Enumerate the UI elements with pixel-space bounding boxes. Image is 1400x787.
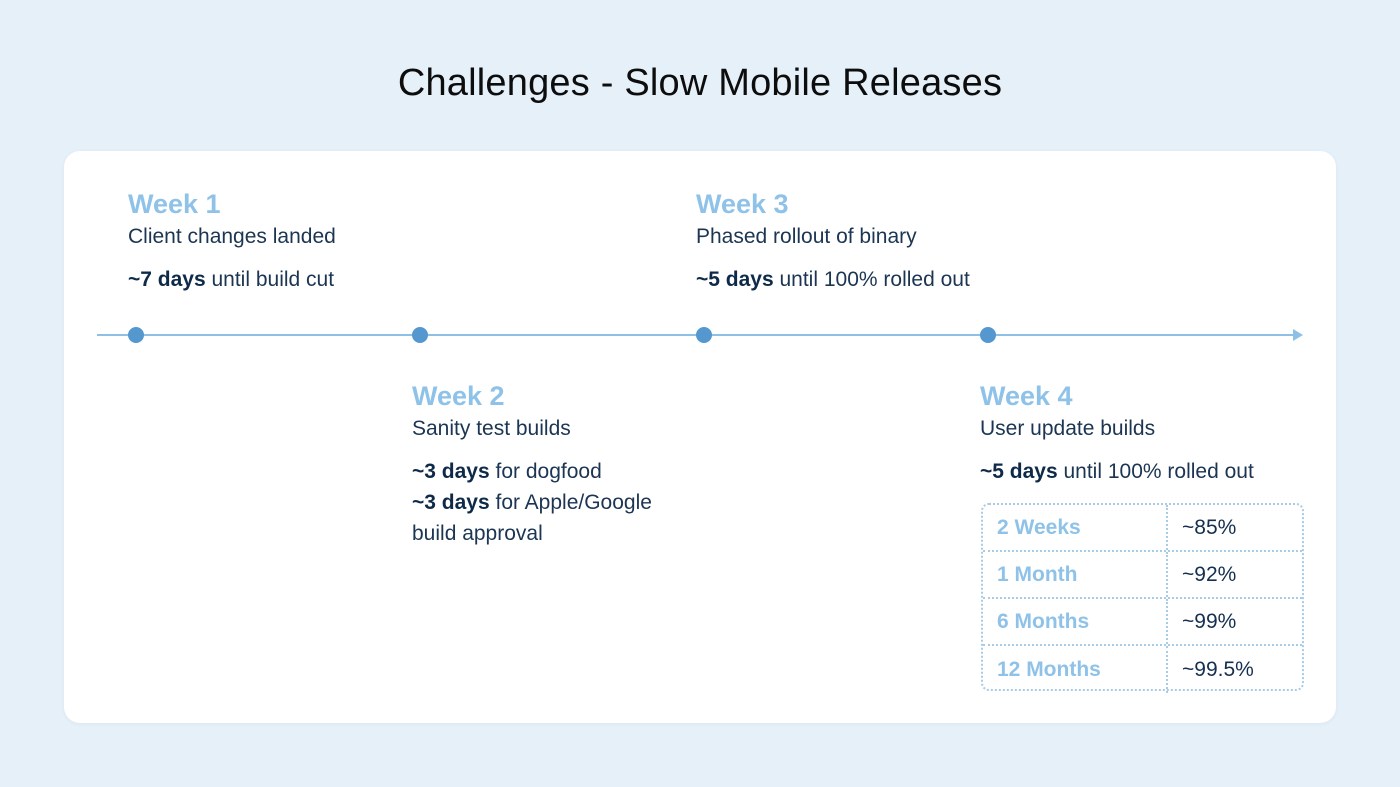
milestone-stat: ~3 days for dogfood [412,456,652,487]
stat-text: until 100% rolled out [1057,460,1254,483]
adoption-period: 2 Weeks [983,505,1168,550]
stat-text: until build cut [205,268,335,291]
stat-text: build approval [412,522,543,545]
milestone-stat: ~3 days for Apple/Google [412,487,652,518]
adoption-period: 1 Month [983,552,1168,597]
table-row: 6 Months ~99% [983,599,1302,646]
stat-duration: ~3 days [412,460,490,483]
milestone-description: Client changes landed [128,225,336,248]
milestone-stats: ~5 days until 100% rolled out [980,456,1254,487]
table-row: 1 Month ~92% [983,552,1302,599]
stat-duration: ~5 days [696,268,774,291]
milestone-week-2: Week 2 Sanity test builds ~3 days for do… [412,380,652,549]
adoption-percentage: ~85% [1182,515,1237,539]
table-row: 12 Months ~99.5% [983,646,1302,693]
stat-text: until 100% rolled out [773,268,970,291]
milestone-stats: ~3 days for dogfood ~3 days for Apple/Go… [412,456,652,549]
milestone-dot-week-1 [128,327,144,343]
milestone-week-label: Week 4 [980,381,1073,411]
table-row: 2 Weeks ~85% [983,505,1302,552]
milestone-week-4: Week 4 User update builds ~5 days until … [980,380,1254,487]
milestone-dot-week-2 [412,327,428,343]
milestone-stat: ~5 days until 100% rolled out [980,456,1254,487]
timeline-arrow-icon [1293,329,1303,341]
adoption-table: 2 Weeks ~85% 1 Month ~92% 6 Months ~99% … [981,503,1304,693]
stat-duration: ~3 days [412,491,490,514]
milestone-week-label: Week 2 [412,381,505,411]
milestone-week-3: Week 3 Phased rollout of binary ~5 days … [696,188,970,295]
milestone-stat: ~7 days until build cut [128,264,336,295]
stat-text: for dogfood [489,460,602,483]
adoption-percentage: ~99% [1182,609,1237,633]
milestone-description: Sanity test builds [412,417,571,440]
milestone-description: User update builds [980,417,1156,440]
timeline-axis [97,334,1293,336]
milestone-week-1: Week 1 Client changes landed ~7 days unt… [128,188,336,295]
adoption-period: 6 Months [983,599,1168,644]
milestone-description: Phased rollout of binary [696,225,917,248]
stat-duration: ~7 days [128,268,206,291]
adoption-percentage: ~92% [1182,562,1237,586]
adoption-percentage: ~99.5% [1182,657,1254,681]
stat-text: for Apple/Google [489,491,652,514]
page-title: Challenges - Slow Mobile Releases [397,62,1003,104]
milestone-stats: ~7 days until build cut [128,264,336,295]
stat-duration: ~5 days [980,460,1058,483]
milestone-stats: ~5 days until 100% rolled out [696,264,970,295]
milestone-dot-week-4 [980,327,996,343]
milestone-dot-week-3 [696,327,712,343]
milestone-stat: ~5 days until 100% rolled out [696,264,970,295]
adoption-period: 12 Months [983,646,1168,693]
milestone-week-label: Week 3 [696,189,789,219]
timeline-card [64,151,1336,723]
milestone-week-label: Week 1 [128,189,221,219]
milestone-stat: build approval [412,518,652,549]
